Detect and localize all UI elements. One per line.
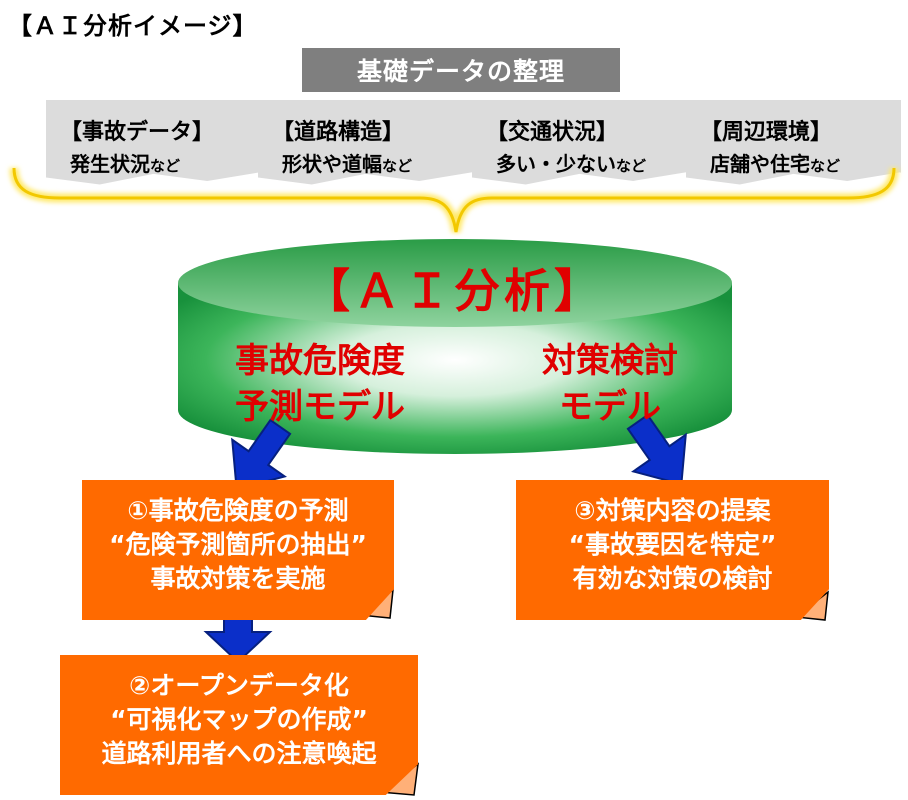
box2-line3: 道路利用者への注意喚起	[101, 739, 377, 768]
box1-line1: ①事故危険度の予測	[127, 496, 349, 525]
data-card-accident: 【事故データ】 発生状況など	[46, 100, 261, 185]
card-title: 【周辺環境】	[700, 120, 833, 145]
data-card-traffic: 【交通状況】 多い・少ないなど	[472, 100, 687, 185]
page-title: 【ＡＩ分析イメージ】	[8, 12, 258, 40]
card-title: 【交通状況】	[486, 120, 619, 145]
brace	[12, 167, 896, 233]
card-title: 【事故データ】	[60, 120, 215, 145]
cylinder-top	[178, 239, 732, 327]
header-label: 基礎データの整理	[302, 48, 620, 92]
box1-line2: “危険予測箇所の抽出”	[109, 530, 367, 559]
ai-analysis-title: 【ＡＩ分析】	[304, 264, 604, 318]
countermeasure-model: 対策検討 モデル	[515, 338, 705, 430]
cylinder-body	[178, 283, 732, 454]
model-left-line2: 予測モデル	[235, 387, 405, 427]
card-desc: 店舗や住宅など	[710, 152, 841, 176]
box2-line2: “可視化マップの作成”	[110, 705, 368, 734]
data-card-road: 【道路構造】 形状や道幅など	[258, 100, 473, 185]
box1-line3: 事故対策を実施	[150, 564, 326, 593]
box3-line1: ③対策内容の提案	[574, 496, 771, 525]
box3-line2: “事故要因を特定”	[568, 530, 777, 559]
output-box-opendata: ②オープンデータ化 “可視化マップの作成” 道路利用者への注意喚起	[60, 655, 418, 795]
card-desc: 発生状況など	[70, 152, 181, 176]
data-card-environment: 【周辺環境】 店舗や住宅など	[686, 100, 901, 185]
model-right-line1: 対策検討	[542, 341, 678, 381]
model-left-line1: 事故危険度	[235, 341, 405, 381]
card-title: 【道路構造】	[272, 120, 405, 145]
box2-line1: ②オープンデータ化	[129, 671, 349, 700]
output-box-prediction: ①事故危険度の予測 “危険予測箇所の抽出” 事故対策を実施	[82, 480, 394, 620]
box3-line3: 有効な対策の検討	[572, 564, 773, 593]
output-box-proposal: ③対策内容の提案 “事故要因を特定” 有効な対策の検討	[516, 480, 829, 620]
arrow-down-right-icon	[626, 413, 687, 486]
risk-prediction-model: 事故危険度 予測モデル	[225, 338, 415, 430]
card-desc: 形状や道幅など	[282, 152, 413, 176]
model-right-line2: モデル	[559, 387, 661, 427]
card-desc: 多い・少ないなど	[496, 152, 647, 176]
